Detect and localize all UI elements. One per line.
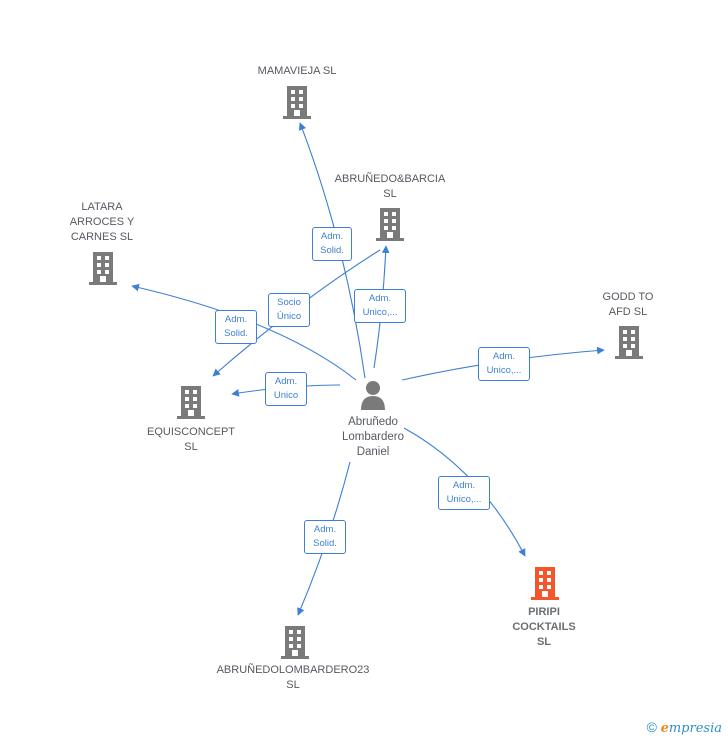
relation-label-piripi: Adm. Unico,... [438, 476, 490, 510]
company-label-godd-to-afd[interactable]: GODD TO AFD SL [602, 291, 654, 318]
company-label-mamavieja[interactable]: MAMAVIEJA SL [257, 65, 337, 77]
brand-footer[interactable]: © empresia [647, 719, 722, 736]
company-label-latara[interactable]: LATARA ARROCES Y CARNES SL [69, 201, 135, 243]
company-label-piripi[interactable]: PIRIPI COCKTAILS SL [512, 606, 576, 648]
brand-initial: e [660, 721, 669, 736]
person-icon[interactable] [361, 381, 385, 410]
building-icon-highlighted[interactable] [530, 566, 560, 605]
building-icon[interactable] [280, 625, 310, 664]
relation-label-abrunedo-barcia-adm: Adm. Unico,... [354, 289, 406, 323]
building-icon[interactable] [88, 251, 118, 290]
building-icon[interactable] [176, 385, 206, 424]
company-label-equisconcept[interactable]: EQUISCONCEPT SL [146, 426, 235, 453]
relation-label-abrunedo-barcia-socio: Socio Único [268, 293, 310, 327]
relation-label-equisconcept: Adm. Unico [265, 372, 307, 406]
company-label-abrunedolombardero23[interactable]: ABRUÑEDOLOMBARDERO23 SL [216, 664, 370, 691]
relation-label-mamavieja: Adm. Solid. [312, 227, 352, 261]
building-icon[interactable] [375, 207, 405, 246]
relation-label-abrunedolombardero23: Adm. Solid. [304, 520, 346, 554]
person-label[interactable]: Abruñedo Lombardero Daniel [341, 416, 404, 458]
building-icon[interactable] [282, 85, 312, 124]
brand-name: mpresia [668, 721, 722, 736]
copyright-symbol: © [646, 719, 657, 735]
relation-label-godd-to-afd: Adm. Unico,... [478, 347, 530, 381]
edge-latara [131, 283, 357, 381]
relation-label-latara: Adm. Solid. [215, 310, 257, 344]
building-icon[interactable] [614, 325, 644, 364]
company-label-abrunedo-barcia[interactable]: ABRUÑEDO&BARCIA SL [334, 173, 446, 200]
